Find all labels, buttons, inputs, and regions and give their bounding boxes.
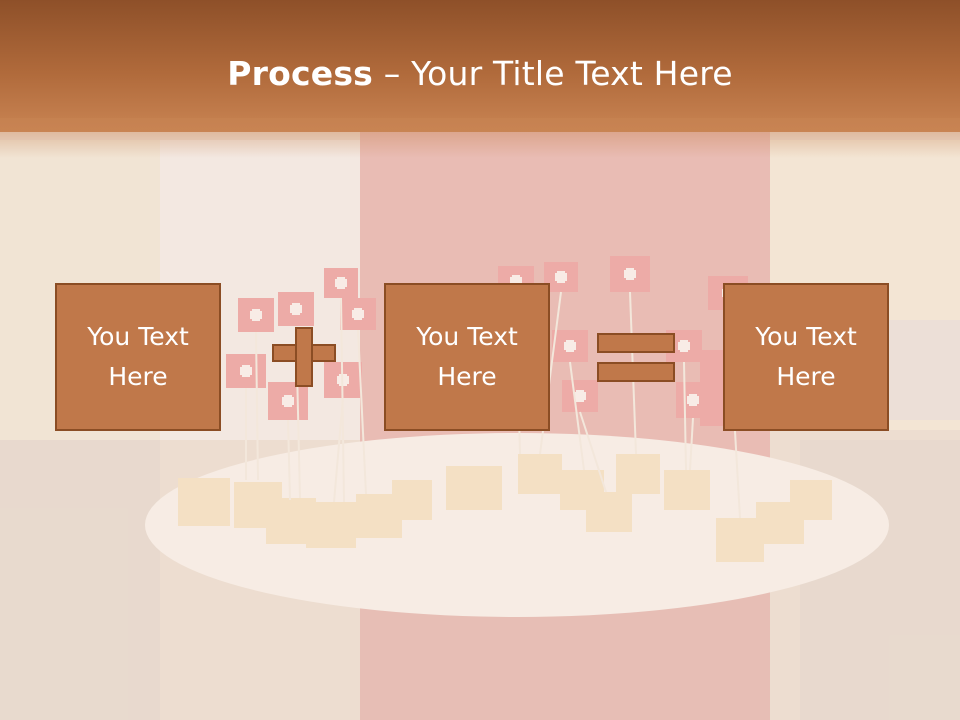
title-bar-fade: [0, 118, 960, 158]
text-box-2-label: You Text Here: [416, 322, 518, 391]
text-box-2[interactable]: You Text Here: [384, 283, 550, 431]
equals-icon-bottom: [597, 362, 675, 382]
text-box-3[interactable]: You Text Here: [723, 283, 889, 431]
text-box-3-label: You Text Here: [755, 322, 857, 391]
title-bold: Process: [227, 54, 374, 93]
text-box-1[interactable]: You Text Here: [55, 283, 221, 431]
title-rest: – Your Title Text Here: [373, 54, 733, 93]
page-title: Process – Your Title Text Here: [0, 54, 960, 93]
equals-icon-top: [597, 333, 675, 353]
text-box-1-label: You Text Here: [87, 322, 189, 391]
title-bar: [0, 0, 960, 132]
plus-icon-vertical: [295, 327, 313, 387]
